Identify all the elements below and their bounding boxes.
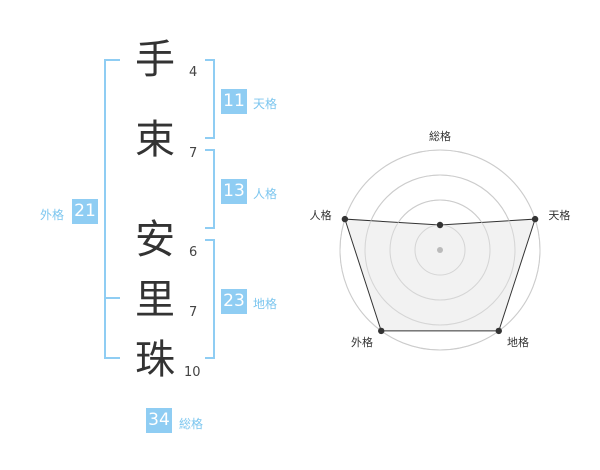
stroke-count-2: 7 [189, 146, 198, 161]
name-char-2: 束 [135, 117, 175, 163]
radar-point-1 [436, 221, 444, 229]
tenkaku-value: 11 [221, 89, 247, 114]
grid-ring-overlay-4 [339, 149, 541, 351]
stroke-count-5: 10 [184, 365, 201, 380]
gaikaku-value: 21 [72, 199, 98, 224]
stroke-count-1: 4 [189, 65, 198, 80]
name-char-4: 里 [135, 277, 175, 323]
grid-ring-overlay-2 [389, 199, 491, 301]
gaikaku-bracket [104, 59, 120, 359]
grid-ring-overlay-3 [364, 174, 516, 326]
radar-point-5 [341, 215, 349, 223]
radar-axis-label-3: 地格 [507, 335, 529, 349]
radar-center-dot [437, 247, 443, 253]
stroke-count-4: 7 [189, 305, 198, 320]
stroke-count-3: 6 [189, 245, 198, 260]
radar-axis-label-5: 人格 [310, 208, 332, 222]
tenkaku-label: 天格 [253, 97, 278, 111]
radar-point-4 [378, 327, 385, 335]
soukaku-label: 総格 [179, 417, 204, 431]
name-char-3: 安 [135, 217, 175, 263]
radar-point-3 [495, 327, 502, 335]
name-char-5: 珠 [135, 337, 175, 383]
chikaku-value: 23 [221, 289, 247, 314]
tenkaku-bracket [205, 59, 215, 139]
radar-axis-label-2: 天格 [548, 208, 570, 222]
radar-point-2 [531, 215, 539, 223]
name-char-1: 手 [135, 37, 175, 83]
soukaku-value: 34 [146, 408, 172, 433]
chikaku-label: 地格 [253, 297, 278, 311]
jinkaku-value: 13 [221, 179, 247, 204]
radar-axis-label-1: 総格 [429, 129, 451, 143]
gaikaku-label: 外格 [40, 208, 65, 222]
jinkaku-bracket [205, 149, 215, 229]
radar-axis-label-4: 外格 [351, 335, 373, 349]
chikaku-bracket [205, 239, 215, 359]
jinkaku-label: 人格 [253, 187, 278, 201]
